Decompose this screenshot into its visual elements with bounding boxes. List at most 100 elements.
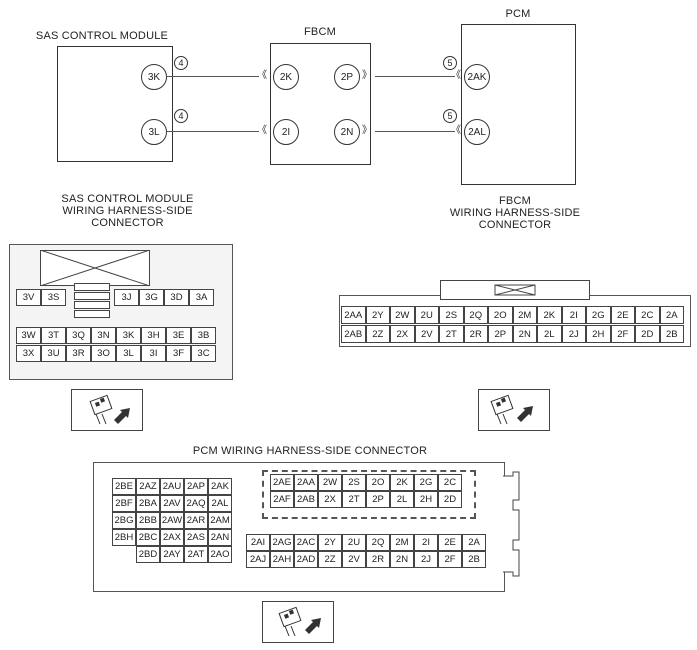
connector-pin: 2H	[586, 325, 611, 343]
connector-pin: 2L	[390, 491, 414, 508]
connector-pin: 2K	[537, 306, 562, 324]
connector-arrow-icon: 《	[451, 125, 461, 136]
connector-pin: 3W	[16, 327, 41, 344]
sas-connector-view-icon	[71, 389, 143, 431]
connector-pin: 2T	[342, 491, 366, 508]
connector-pin: 2T	[439, 325, 464, 343]
connector-pin: 2C	[635, 306, 660, 324]
connector-pin: 2Q	[463, 306, 488, 324]
wire-2n-2al	[375, 131, 455, 132]
pcm-terminal-2ak: 2AK	[464, 64, 490, 90]
connector-pin: 2M	[512, 306, 537, 324]
connector-pin: 2O	[488, 306, 513, 324]
wire-number-4-top: 4	[174, 56, 188, 70]
connector-pin: 2W	[390, 306, 415, 324]
blank-pin-slot	[74, 310, 110, 318]
connector-pin: 2Z	[365, 325, 390, 343]
connector-pin: 3B	[191, 327, 216, 344]
connector-pin: 3S	[41, 289, 66, 306]
connector-pin: 2N	[512, 325, 537, 343]
connector-pin: 2Q	[366, 534, 390, 551]
wire-number-5-bottom: 5	[443, 109, 457, 123]
connector-pin: 2O	[366, 474, 390, 491]
connector-pin: 2C	[438, 474, 462, 491]
connector-pin: 2F	[610, 325, 635, 343]
connector-pin: 3K	[116, 327, 141, 344]
pcm-connector-inner-frame	[262, 470, 476, 519]
connector-pin: 2AH	[270, 551, 294, 568]
connector-pin: 2A	[659, 306, 684, 324]
connector-pin: 3H	[141, 327, 166, 344]
connector-pin: 2V	[342, 551, 366, 568]
connector-pin: 2R	[463, 325, 488, 343]
connector-pin: 2F	[438, 551, 462, 568]
connector-pin: 2Z	[318, 551, 342, 568]
connector-pin: 2S	[439, 306, 464, 324]
connector-pin: 2AC	[294, 534, 318, 551]
connector-pin: 2BC	[136, 529, 160, 546]
connector-pin: 2AI	[246, 534, 270, 551]
connector-pin: 2J	[561, 325, 586, 343]
connector-pin: 2R	[366, 551, 390, 568]
connector-pin: 3V	[16, 289, 41, 306]
connector-pin: 2A	[462, 534, 486, 551]
wire-number-4-bottom: 4	[174, 109, 188, 123]
connector-plug-icon	[89, 394, 130, 425]
wire-3k-2k	[167, 76, 259, 77]
connector-pin: 3D	[164, 289, 189, 306]
connector-pin: 2B	[462, 551, 486, 568]
connector-pin: 2AV	[160, 495, 184, 512]
connector-pin: 3T	[41, 327, 66, 344]
connector-pin: 2X	[318, 491, 342, 508]
blank-pin-slot	[74, 301, 110, 309]
connector-pin: 2BD	[136, 546, 160, 563]
fbcm-terminal-2k: 2K	[273, 64, 299, 90]
sas-connector-title: SAS CONTROL MODULE WIRING HARNESS-SIDE C…	[61, 193, 194, 229]
sas-terminal-3k: 3K	[141, 64, 167, 90]
connector-pin: 2E	[610, 306, 635, 324]
pcm-terminal-2al: 2AL	[464, 119, 490, 145]
connector-pin: 2AR	[184, 512, 208, 529]
connector-pin: 2AB	[341, 325, 366, 343]
connector-pin: 2AY	[160, 546, 184, 563]
connector-pin: 3X	[16, 345, 41, 362]
wire-number-5-top: 5	[443, 56, 457, 70]
fbcm-connector-latch-icon	[440, 280, 590, 300]
connector-pin: 3E	[166, 327, 191, 344]
connector-pin: 3A	[189, 289, 214, 306]
connector-pin: 2AN	[208, 529, 232, 546]
connector-arrow-icon: 》	[362, 125, 372, 136]
connector-pin: 2S	[342, 474, 366, 491]
connector-plug-icon	[490, 394, 533, 425]
blank-pin-slot	[74, 292, 110, 300]
connector-pin: 2AT	[184, 546, 208, 563]
blank-pin-slot	[74, 283, 110, 291]
sas-module-title: SAS CONTROL MODULE	[35, 30, 169, 42]
pcm-connector-side-latch-icon	[503, 471, 520, 577]
connector-pin: 2AB	[294, 491, 318, 508]
connector-pin: 3N	[91, 327, 116, 344]
fbcm-box	[270, 43, 371, 165]
connector-pin: 2I	[561, 306, 586, 324]
connector-pin: 2M	[390, 534, 414, 551]
connector-pin: 2AG	[270, 534, 294, 551]
connector-pin: 2AW	[160, 512, 184, 529]
connector-pin: 3Q	[66, 327, 91, 344]
sas-terminal-3l: 3L	[141, 119, 167, 145]
connector-pin: 2BB	[136, 512, 160, 529]
connector-pin: 2K	[390, 474, 414, 491]
pcm-box	[461, 24, 576, 185]
connector-pin: 2V	[414, 325, 439, 343]
connector-arrow-icon: 》	[362, 70, 372, 81]
connector-pin: 3C	[191, 345, 216, 362]
connector-pin: 2H	[414, 491, 438, 508]
connector-pin: 2AE	[270, 474, 294, 491]
connector-pin: 2AP	[184, 478, 208, 495]
connector-pin: 2X	[390, 325, 415, 343]
connector-pin: 2AF	[270, 491, 294, 508]
pcm-connector-view-icon	[262, 601, 334, 643]
connector-pin: 2BH	[112, 529, 136, 546]
connector-pin: 2W	[318, 474, 342, 491]
connector-pin: 3L	[116, 345, 141, 362]
connector-pin: 3R	[66, 345, 91, 362]
